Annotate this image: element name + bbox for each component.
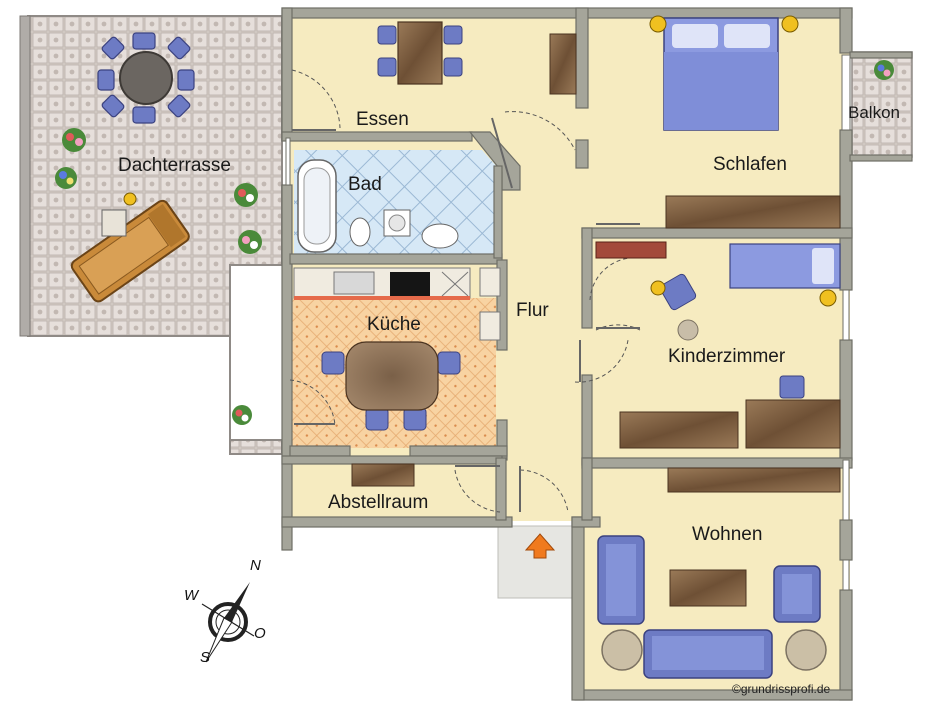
- entrance-arrow-icon: [524, 533, 556, 559]
- room-label-schlafen: Schlafen: [713, 154, 787, 175]
- room-label-kinderzimmer: Kinderzimmer: [668, 346, 786, 367]
- compass: [201, 582, 255, 663]
- tv-board: [667, 467, 841, 493]
- lamp-terrace: [123, 192, 137, 206]
- wardrobe-kinder: [619, 411, 739, 449]
- single-bed: [729, 243, 841, 307]
- shelf-abstellraum: [351, 463, 415, 487]
- door-leaves: [292, 117, 640, 512]
- kitchen-table-set: [321, 341, 461, 431]
- compass-n-label: N: [250, 557, 261, 574]
- room-label-abstellraum: Abstellraum: [328, 492, 428, 513]
- side-table: [101, 209, 127, 237]
- room-label-essen: Essen: [356, 109, 409, 130]
- sun-lounger: [70, 199, 190, 303]
- desk-kinder: [745, 375, 841, 449]
- plants: [55, 60, 894, 425]
- dining-set: [377, 21, 463, 85]
- compass-w-label: W: [184, 587, 200, 604]
- windows: [285, 54, 851, 591]
- room-label-flur: Flur: [516, 300, 549, 321]
- room-label-balkon: Balkon: [848, 103, 900, 122]
- wardrobe-schlafen: [665, 195, 841, 229]
- walls: [281, 7, 913, 701]
- copyright-text: ©grundrissprofi.de: [732, 682, 831, 696]
- kinder-chair: [650, 273, 699, 341]
- entrance-step: [497, 525, 579, 599]
- sideboard-essen: [549, 33, 577, 95]
- room-label-wohnen: Wohnen: [692, 524, 762, 545]
- compass-s-label: S: [200, 649, 210, 666]
- double-bed: [649, 15, 799, 131]
- living-furniture: [597, 535, 827, 679]
- bath-fixtures: [297, 159, 459, 253]
- room-label-bad: Bad: [348, 174, 382, 195]
- room-label-dachterrasse: Dachterrasse: [118, 155, 231, 176]
- shelf-kinder: [595, 241, 667, 259]
- room-label-kueche: Küche: [367, 314, 421, 335]
- terrace-table-set: [97, 32, 195, 124]
- compass-o-label: O: [254, 625, 266, 642]
- kitchen-counter: [293, 267, 501, 341]
